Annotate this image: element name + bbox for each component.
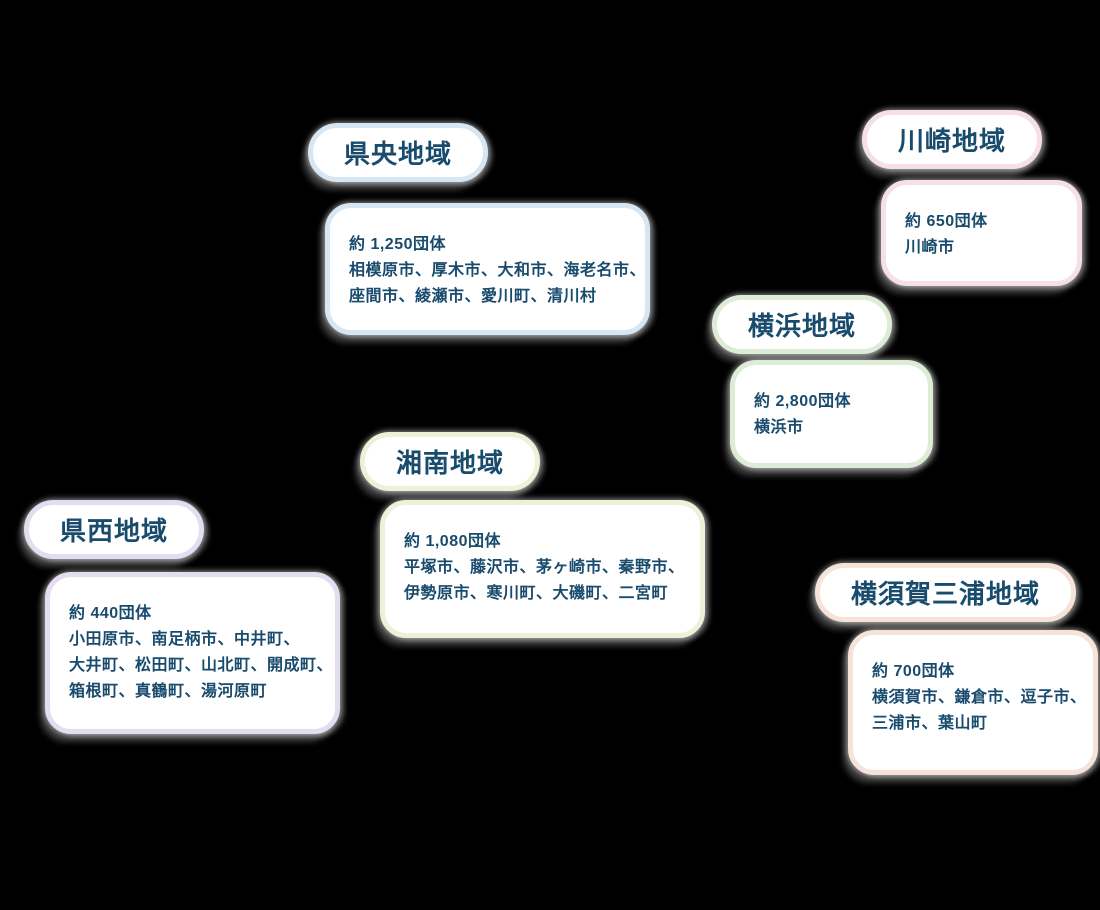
region-kensei-count: 約 440団体	[69, 605, 152, 622]
region-yokosuka-miura-municipalities: 横須賀市、鎌倉市、逗子市、	[872, 689, 1087, 706]
region-shonan-municipalities: 平塚市、藤沢市、茅ヶ崎市、秦野市、	[404, 559, 685, 576]
region-yokohama-label-pill: 横浜地域	[712, 295, 893, 354]
region-yokosuka-miura-municipalities: 三浦市、葉山町	[872, 715, 988, 732]
region-yokohama-municipalities: 横浜市	[754, 419, 804, 436]
region-yokohama-info-card: 約 2,800団体 横浜市	[730, 360, 933, 468]
region-kawasaki-municipalities: 川崎市	[905, 239, 955, 256]
region-kenou-info-card: 約 1,250団体 相模原市、厚木市、大和市、海老名市、 座間市、綾瀬市、愛川町…	[325, 203, 650, 335]
region-shonan-title: 湘南地域	[396, 448, 505, 478]
region-yokohama-title: 横浜地域	[748, 311, 857, 341]
region-yokosuka-miura-count: 約 700団体	[872, 663, 955, 680]
region-kenou-title: 県央地域	[344, 139, 453, 169]
region-kenou-label-pill: 県央地域	[308, 123, 489, 182]
region-shonan-count: 約 1,080団体	[404, 533, 501, 550]
region-kawasaki-label-pill: 川崎地域	[862, 110, 1043, 169]
region-kensei-municipalities: 大井町、松田町、山北町、開成町、	[69, 657, 334, 674]
region-yokohama-count: 約 2,800団体	[754, 393, 851, 410]
region-kawasaki-title: 川崎地域	[898, 126, 1007, 156]
region-kenou-municipalities: 座間市、綾瀬市、愛川町、清川村	[349, 288, 597, 305]
region-kensei-municipalities: 箱根町、真鶴町、湯河原町	[69, 683, 268, 700]
region-yokosuka-miura-info-card: 約 700団体 横須賀市、鎌倉市、逗子市、 三浦市、葉山町	[848, 630, 1098, 775]
region-kawasaki-info-card: 約 650団体 川崎市	[881, 180, 1082, 286]
region-kenou-municipalities: 相模原市、厚木市、大和市、海老名市、	[349, 262, 647, 279]
region-shonan-municipalities: 伊勢原市、寒川町、大磯町、二宮町	[404, 585, 669, 602]
region-kensei-municipalities: 小田原市、南足柄市、中井町、	[69, 631, 301, 648]
region-yokosuka-miura-label-pill: 横須賀三浦地域	[815, 563, 1077, 622]
region-shonan-info-card: 約 1,080団体 平塚市、藤沢市、茅ヶ崎市、秦野市、 伊勢原市、寒川町、大磯町…	[380, 500, 705, 638]
region-kensei-label-pill: 県西地域	[24, 500, 205, 559]
region-shonan-label-pill: 湘南地域	[360, 432, 541, 491]
region-yokosuka-miura-title: 横須賀三浦地域	[851, 579, 1041, 609]
region-kensei-info-card: 約 440団体 小田原市、南足柄市、中井町、 大井町、松田町、山北町、開成町、 …	[45, 572, 340, 734]
region-kawasaki-count: 約 650団体	[905, 213, 988, 230]
region-kensei-title: 県西地域	[60, 516, 169, 546]
region-kenou-count: 約 1,250団体	[349, 236, 446, 253]
